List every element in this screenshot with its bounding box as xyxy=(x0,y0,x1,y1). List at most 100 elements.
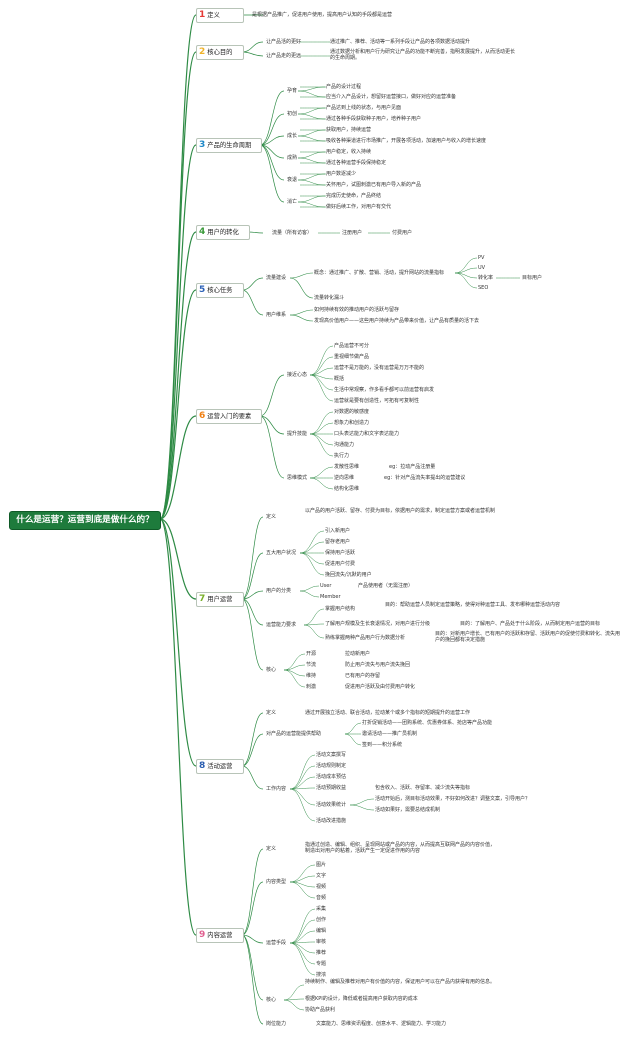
content-core: 持续制作、编辑及推荐对用户有价值的内容，保证用户可以在产品内获得有用的信息。 xyxy=(305,979,496,985)
metric-pv: PV xyxy=(478,255,485,261)
content-method: 审核 xyxy=(316,939,327,945)
stage-label: 衰退 xyxy=(287,177,298,183)
connector xyxy=(289,908,316,944)
ability-item: 熟练掌握两种产品用户行为数据分析 xyxy=(325,635,406,641)
connector xyxy=(283,669,306,688)
element-item: 生活中常观察，作多看手都可以前运营有启发 xyxy=(334,387,435,393)
connector xyxy=(454,257,478,274)
connector xyxy=(289,314,314,322)
content-core: 协助产品获利 xyxy=(305,1007,336,1013)
connector xyxy=(259,144,285,203)
core-item: 刺激 xyxy=(306,684,317,690)
connector xyxy=(297,90,326,98)
metric-uv: UV xyxy=(478,265,486,271)
user-ops-key: 核心 xyxy=(266,667,277,673)
content-type: 视频 xyxy=(316,884,327,890)
funnel-step: 流量（所有访客） xyxy=(272,230,313,236)
core-item: 开源 xyxy=(306,651,317,657)
connector xyxy=(289,776,316,790)
topic-label: 核心任务 xyxy=(207,287,233,294)
user-type-member: Member xyxy=(320,594,341,600)
topic-number: 2 xyxy=(199,47,206,57)
topic-number: 5 xyxy=(199,285,206,295)
connector xyxy=(241,848,264,936)
element-item: 重视细节做产品 xyxy=(334,354,370,360)
activity-work: 活动文案撰写 xyxy=(316,752,347,758)
task-key: 用户维系 xyxy=(266,312,287,318)
content-method: 创作 xyxy=(316,917,327,923)
element-item: 运营就是要有创造性，可拓有可复制性 xyxy=(334,398,420,404)
connector xyxy=(297,86,326,92)
content-method: 搜浓 xyxy=(316,972,327,978)
funnel-step: 注册用户 xyxy=(342,230,363,236)
connector xyxy=(297,179,326,186)
stage-label: 初创 xyxy=(287,111,298,117)
element-example: eg：针对产品流失率提出的运营建议 xyxy=(384,475,466,481)
target-users: 目标用户 xyxy=(522,275,543,281)
connector xyxy=(297,157,326,164)
connector xyxy=(309,356,334,376)
element-example: eg：拉动产品注册量 xyxy=(389,464,436,470)
stage-detail: 产品达到上线的状态，与用户见面 xyxy=(326,105,402,111)
connector xyxy=(259,90,285,146)
connector xyxy=(297,151,326,159)
activity-work: 活动改进措施 xyxy=(316,818,347,824)
activity-work-detail: 包含收入、活跃、存留率、减少流失等指标 xyxy=(375,785,471,791)
topic-label: 定义 xyxy=(207,12,220,19)
element-item: 对数据的敏感度 xyxy=(334,409,370,415)
connector xyxy=(344,722,362,735)
connector xyxy=(283,664,306,671)
connector xyxy=(289,942,316,954)
content-key: 运营手段 xyxy=(266,940,287,946)
connector xyxy=(159,289,197,520)
topic-label: 核心目的 xyxy=(207,49,233,56)
connector xyxy=(159,51,197,520)
connector xyxy=(297,173,326,181)
ability-goal: 目的：了解用户、产品处于什么阶段，从而制定用户运营的目标 xyxy=(460,621,601,627)
user-status: 引入新用户 xyxy=(325,528,351,534)
connector xyxy=(289,919,316,944)
content-method: 采集 xyxy=(316,906,327,912)
connector xyxy=(299,541,325,554)
connector xyxy=(241,712,264,767)
connector xyxy=(299,530,325,554)
activity-work: 活动效果统计 xyxy=(316,802,347,808)
topic-label: 活动运营 xyxy=(207,763,233,770)
connector xyxy=(309,367,334,376)
content-type: 文字 xyxy=(316,873,327,879)
stage-detail: 应当介入产品设计，想留好运营接口，做好对应的运营准备 xyxy=(326,94,457,100)
element-item: 结构化思维 xyxy=(334,486,360,492)
connector xyxy=(241,598,264,671)
connector xyxy=(289,272,314,279)
root-topic[interactable]: 什么是运营？运营到底是做什么的？ xyxy=(9,511,161,530)
connector xyxy=(289,875,316,883)
metric-seo: SEO xyxy=(478,285,489,291)
purpose-key: 让产品活的更好 xyxy=(266,39,302,45)
connector xyxy=(241,881,264,936)
connector xyxy=(454,272,478,289)
activity-key: 工作内容 xyxy=(266,786,287,792)
ability-item: 了解用户规模及生长衰退情况，对用户进行分级 xyxy=(325,621,431,627)
connector xyxy=(159,144,197,520)
activity-work: 活动规则制定 xyxy=(316,763,347,769)
connector xyxy=(297,129,326,137)
element-item: 沟通能力 xyxy=(334,442,355,448)
purpose-value: 通过数据分析和用户行为研究让产品的功能不断完善，指明发展提升，从而活动更长的生命… xyxy=(330,49,516,61)
element-item: 口头表达能力和文字表达能力 xyxy=(334,431,400,437)
connector xyxy=(259,113,285,146)
element-item: 执行力 xyxy=(334,453,350,459)
connector xyxy=(289,864,316,883)
connector xyxy=(289,788,316,822)
task-detail: 发现高价值用户——这些用户持续为产品带来价值，让产品有质量的活下去 xyxy=(314,318,480,324)
stage-detail: 关怀用户，试图刺激已有用户导入新的产品 xyxy=(326,182,422,188)
topic-number: 8 xyxy=(199,761,206,771)
